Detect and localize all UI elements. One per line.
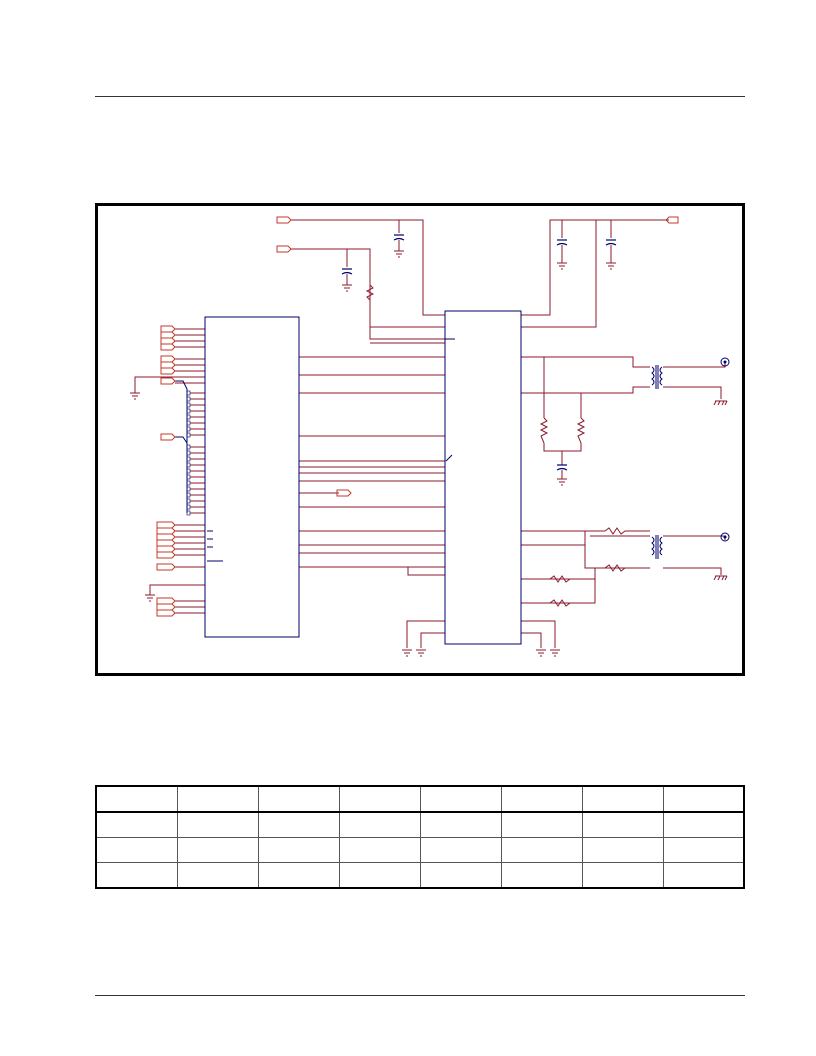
table-cell bbox=[500, 837, 582, 863]
footer-rule bbox=[95, 995, 745, 996]
wires bbox=[134, 219, 726, 648]
table-header-cell bbox=[338, 785, 420, 813]
table-cell bbox=[500, 812, 582, 838]
ground-symbols bbox=[130, 250, 728, 657]
data-table bbox=[95, 785, 745, 889]
table-header-cell bbox=[176, 785, 258, 813]
table-cell bbox=[581, 812, 663, 838]
table-cell bbox=[419, 812, 501, 838]
table-cell bbox=[95, 837, 177, 863]
table-cell bbox=[662, 862, 745, 889]
table-cell bbox=[419, 837, 501, 863]
ic-left-pins bbox=[186, 390, 191, 516]
coax-connectors bbox=[720, 357, 730, 542]
bus-lines bbox=[175, 338, 455, 562]
table-header-cell bbox=[581, 785, 663, 813]
table-row bbox=[95, 837, 745, 863]
table-cell bbox=[662, 837, 745, 863]
ic-left bbox=[204, 316, 300, 638]
ic-right bbox=[444, 310, 522, 645]
table-cell bbox=[95, 812, 177, 838]
table-cell bbox=[662, 812, 745, 838]
schematic-frame bbox=[95, 203, 745, 676]
table-header-cell bbox=[500, 785, 582, 813]
table-header-cell bbox=[95, 785, 177, 813]
table-header-cell bbox=[662, 785, 745, 813]
table-row bbox=[95, 862, 745, 889]
table-cell bbox=[581, 837, 663, 863]
table-cell bbox=[257, 812, 339, 838]
table-cell bbox=[257, 837, 339, 863]
table-cell bbox=[338, 837, 420, 863]
table-cell bbox=[338, 862, 420, 889]
resistors bbox=[365, 284, 650, 607]
schematic-figure bbox=[95, 203, 745, 676]
table-header-cell bbox=[257, 785, 339, 813]
table-cell bbox=[257, 862, 339, 889]
table-header-cell bbox=[419, 785, 501, 813]
header-rule bbox=[95, 96, 745, 97]
capacitors bbox=[341, 234, 617, 471]
schematic-diagram bbox=[95, 203, 745, 676]
table-cell bbox=[95, 862, 177, 889]
table-cell bbox=[419, 862, 501, 889]
transformers bbox=[651, 365, 663, 559]
table-cell bbox=[500, 862, 582, 889]
table-header-row bbox=[95, 785, 745, 813]
table-row bbox=[95, 812, 745, 838]
table-cell bbox=[176, 862, 258, 889]
table-cell bbox=[176, 812, 258, 838]
table-cell bbox=[338, 812, 420, 838]
table-cell bbox=[176, 837, 258, 863]
table-cell bbox=[581, 862, 663, 889]
net-labels bbox=[156, 216, 679, 617]
